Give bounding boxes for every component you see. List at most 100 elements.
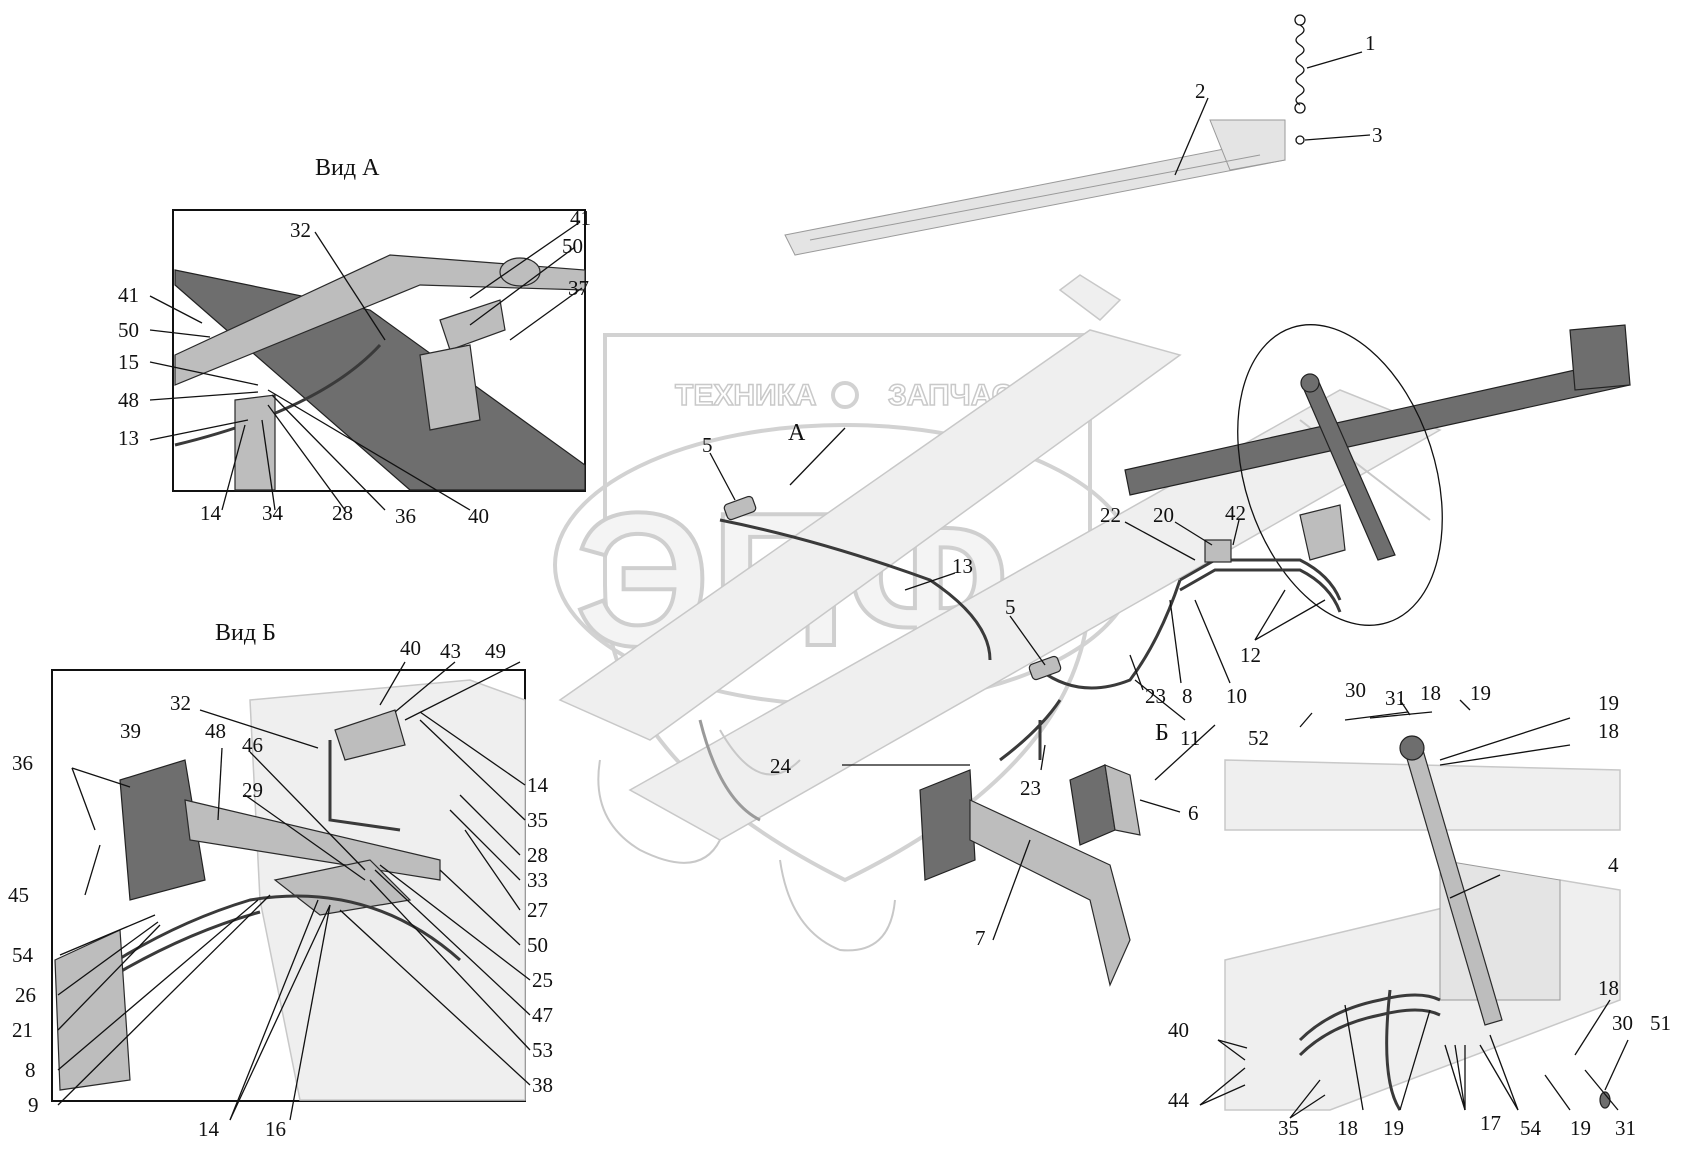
label-a-40: 40 [468, 504, 489, 528]
main-frame-ghost [558, 274, 1442, 952]
label-main-6: 6 [1188, 801, 1199, 825]
pump-assembly-6 [1069, 764, 1141, 846]
label-a-13: 13 [118, 426, 139, 450]
label-a-32: 32 [290, 218, 311, 242]
label-a-41-left: 41 [118, 283, 139, 307]
label-b-25: 25 [532, 968, 553, 992]
label-main-2: 2 [1195, 79, 1206, 103]
label-main-8: 8 [1182, 684, 1193, 708]
label-main-1: 1 [1365, 31, 1376, 55]
label-d-51: 51 [1650, 1011, 1671, 1035]
label-b-33: 33 [527, 868, 548, 892]
view-a-title: Вид А [315, 155, 380, 181]
label-a-41-right: 41 [570, 206, 591, 230]
label-b-28: 28 [527, 843, 548, 867]
label-b-40: 40 [400, 636, 421, 660]
view-b-title: Вид Б [215, 620, 276, 646]
label-main-5a: 5 [702, 433, 713, 457]
label-a-50-right: 50 [562, 234, 583, 258]
label-b-45: 45 [8, 883, 29, 907]
view-marker-b: Б [1155, 720, 1169, 746]
label-b-53: 53 [532, 1038, 553, 1062]
label-a-50-left: 50 [118, 318, 139, 342]
label-main-13: 13 [952, 554, 973, 578]
label-b-14-right: 14 [527, 773, 549, 797]
label-b-21: 21 [12, 1018, 33, 1042]
label-d-30-top: 30 [1345, 678, 1366, 702]
label-d-18-top: 18 [1420, 681, 1441, 705]
spring-part-1 [1294, 14, 1306, 114]
label-a-15: 15 [118, 350, 139, 374]
view-a-labels: 32 41 50 37 41 50 15 48 13 14 34 28 36 4… [118, 206, 591, 528]
label-b-26: 26 [15, 983, 36, 1007]
label-main-3: 3 [1372, 123, 1383, 147]
label-b-50: 50 [527, 933, 548, 957]
label-a-28: 28 [332, 501, 353, 525]
label-main-23b: 23 [1020, 776, 1041, 800]
gear-icon [831, 381, 859, 409]
label-b-47: 47 [532, 1003, 553, 1027]
label-main-5b: 5 [1005, 595, 1016, 619]
label-d-19-bottom-right: 19 [1570, 1116, 1591, 1140]
label-d-19-bottom: 19 [1383, 1116, 1404, 1140]
label-b-54: 54 [12, 943, 34, 967]
label-b-9: 9 [28, 1093, 39, 1117]
valve-part-20 [1204, 539, 1232, 563]
cylinder-callout [1237, 324, 1443, 626]
label-d-52: 52 [1248, 726, 1269, 750]
label-a-48: 48 [118, 388, 139, 412]
label-b-27: 27 [527, 898, 548, 922]
detail-view-illustration [1224, 735, 1621, 1111]
label-d-31-top: 31 [1385, 686, 1406, 710]
label-d-4: 4 [1608, 853, 1619, 877]
label-a-37: 37 [568, 276, 589, 300]
label-d-18-bottom: 18 [1337, 1116, 1358, 1140]
label-b-49: 49 [485, 639, 506, 663]
cylinder-main [1300, 373, 1396, 561]
label-b-16: 16 [265, 1117, 286, 1141]
view-marker-a: А [788, 420, 806, 446]
label-a-36: 36 [395, 504, 416, 528]
brace-part-2 [784, 119, 1286, 256]
main-view-labels: 1 2 3 5 13 22 20 42 5 12 8 10 23 11 24 2… [702, 31, 1383, 950]
label-d-17: 17 [1480, 1111, 1501, 1135]
label-d-18-right: 18 [1598, 719, 1619, 743]
label-b-29: 29 [242, 778, 263, 802]
view-a-illustration [174, 254, 586, 491]
label-main-42: 42 [1225, 501, 1246, 525]
label-main-12: 12 [1240, 643, 1261, 667]
label-main-22: 22 [1100, 503, 1121, 527]
label-main-23a: 23 [1145, 684, 1166, 708]
label-b-35: 35 [527, 808, 548, 832]
label-d-31-bottom: 31 [1615, 1116, 1636, 1140]
label-d-19-top: 19 [1470, 681, 1491, 705]
label-d-30-lower: 30 [1612, 1011, 1633, 1035]
label-main-20: 20 [1153, 503, 1174, 527]
label-d-35: 35 [1278, 1116, 1299, 1140]
label-d-19-right: 19 [1598, 691, 1619, 715]
label-b-38: 38 [532, 1073, 553, 1097]
label-d-44: 44 [1168, 1088, 1190, 1112]
label-d-18-lower: 18 [1598, 976, 1619, 1000]
pump-bracket [1299, 504, 1346, 561]
watermark-text-left: ТЕХНИКА [675, 379, 817, 412]
label-d-40: 40 [1168, 1018, 1189, 1042]
label-a-14: 14 [200, 501, 222, 525]
label-b-36: 36 [12, 751, 33, 775]
label-b-43: 43 [440, 639, 461, 663]
label-a-34: 34 [262, 501, 284, 525]
washer-part-3 [1295, 135, 1305, 145]
dark-brace [1124, 324, 1631, 496]
label-b-32: 32 [170, 691, 191, 715]
label-b-8: 8 [25, 1058, 36, 1082]
label-b-14-bottom: 14 [198, 1117, 220, 1141]
detail-view-labels: 30 31 18 19 52 19 18 4 18 30 51 40 44 35… [1168, 678, 1671, 1140]
label-b-46: 46 [242, 733, 263, 757]
label-main-10: 10 [1226, 684, 1247, 708]
label-main-11: 11 [1180, 726, 1200, 750]
label-b-48: 48 [205, 719, 226, 743]
label-d-54: 54 [1520, 1116, 1542, 1140]
view-b-illustration [54, 679, 526, 1101]
cylinder-part-5a [723, 495, 757, 521]
